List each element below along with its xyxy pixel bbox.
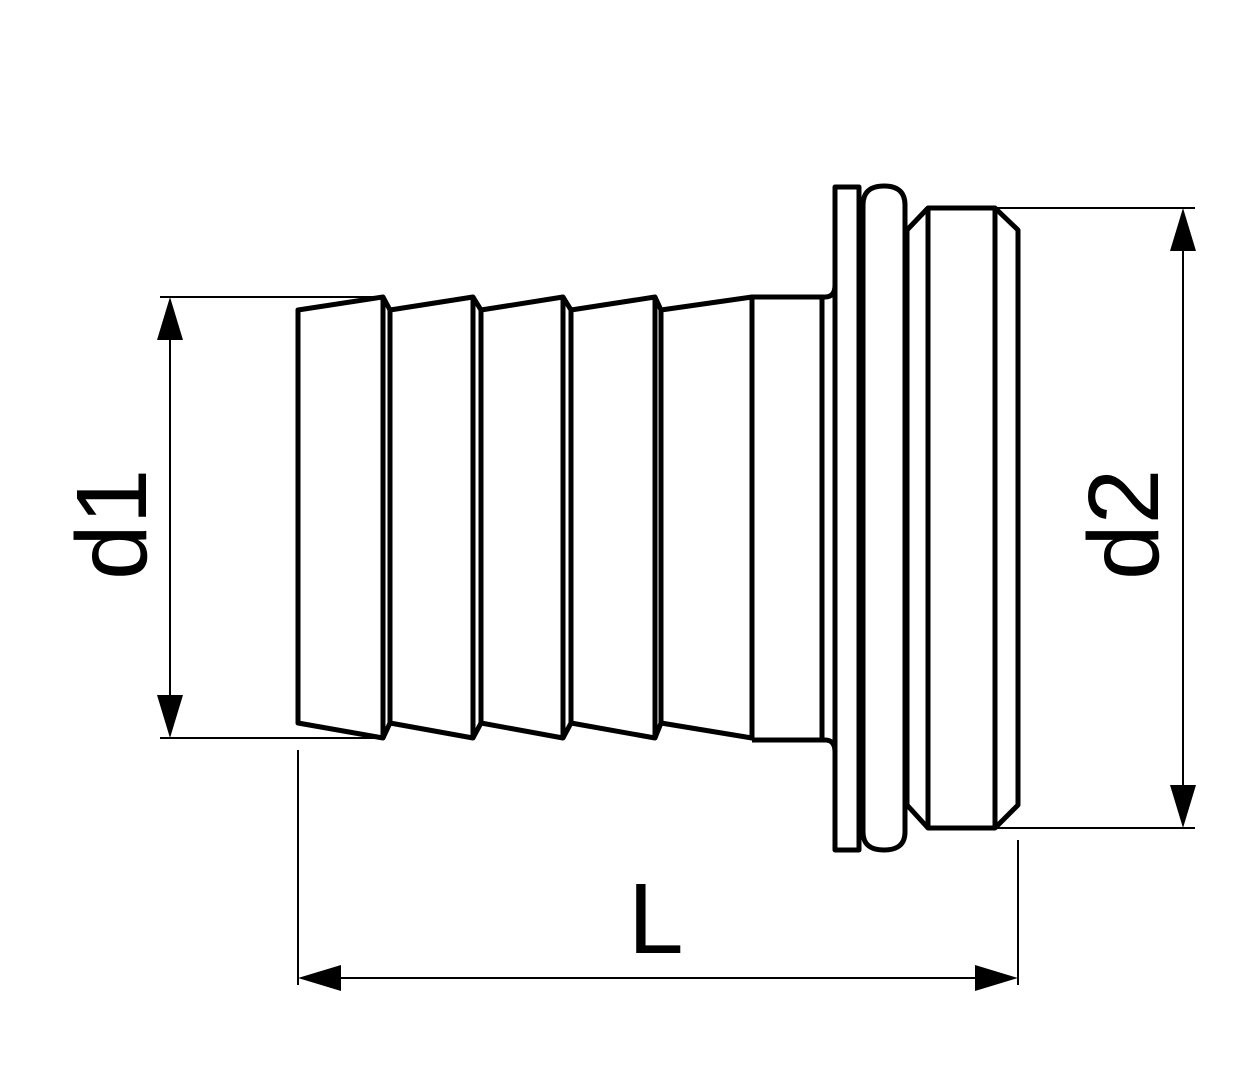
barb-3 [470,294,566,741]
dimension-lines [160,207,1195,985]
d2-arrow-top [1170,208,1196,251]
d2-arrow-bottom [1170,785,1196,828]
barb-section [295,284,838,753]
flange-collar [832,184,862,853]
label-L: L [628,863,684,975]
barb-1 [295,294,386,741]
barb-5 [652,294,755,741]
shank [752,284,838,753]
arrowheads [157,208,1196,991]
l-arrow-left [298,965,341,991]
flange [832,183,1021,853]
o-ring [860,183,908,853]
label-d2: d2 [1068,469,1180,580]
l-arrow-right [975,965,1018,991]
socket-end [904,205,1021,831]
d1-arrow-top [157,297,183,340]
barb-4 [560,294,658,741]
label-d1: d1 [56,469,168,580]
d1-arrow-bottom [157,695,183,738]
barb-2 [380,294,476,741]
